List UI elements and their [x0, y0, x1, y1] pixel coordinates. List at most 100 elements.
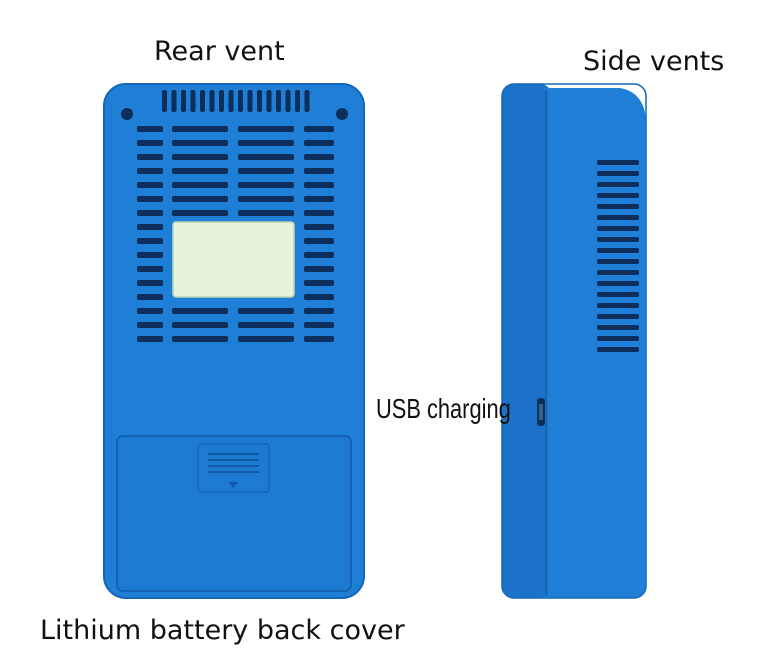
vent-slot	[137, 308, 163, 314]
vent-slot	[209, 90, 215, 112]
vent-slot	[597, 171, 639, 176]
side-vents-label: Side vents	[583, 46, 725, 77]
vent-slot	[137, 266, 163, 272]
battery-back-cover	[116, 435, 352, 592]
vent-slot	[238, 196, 294, 202]
vent-slot	[597, 237, 639, 242]
vent-slot	[172, 322, 228, 328]
vent-slot	[304, 140, 334, 146]
usb-charging-label: USB charging	[376, 393, 511, 424]
vent-slot	[172, 308, 228, 314]
vent-slot	[304, 266, 334, 272]
vent-slot	[137, 182, 163, 188]
vent-slot	[285, 90, 291, 112]
vent-slot	[137, 210, 163, 216]
vent-slot	[137, 294, 163, 300]
vent-slot	[597, 347, 639, 352]
vent-slot	[257, 90, 262, 112]
vent-slot	[304, 168, 334, 174]
rear-top-vent-comb	[162, 90, 310, 112]
vent-slot	[137, 140, 163, 146]
vent-slot	[304, 280, 334, 286]
vent-slot	[238, 140, 294, 146]
vent-slot	[228, 90, 234, 112]
vent-slot	[597, 259, 639, 264]
vent-slot	[276, 90, 281, 112]
vent-slot	[597, 193, 639, 198]
vent-slot	[238, 126, 294, 132]
vent-slot	[304, 336, 334, 342]
battery-latch	[208, 453, 259, 473]
vent-slot	[172, 154, 228, 160]
vent-slot	[597, 182, 639, 187]
vent-slot	[172, 196, 228, 202]
vent-slot	[597, 270, 639, 275]
rear-vent-label: Rear vent	[154, 36, 285, 67]
vent-slot	[238, 210, 294, 216]
label-sticker	[172, 221, 295, 298]
vent-slot	[266, 90, 272, 112]
vent-slot	[304, 238, 334, 244]
vent-slot	[238, 154, 294, 160]
vent-slot	[137, 154, 163, 160]
vent-slot	[137, 252, 163, 258]
vent-slot	[162, 90, 167, 112]
vent-slot	[181, 90, 186, 112]
vent-slot	[597, 325, 639, 330]
vent-slot	[304, 90, 310, 112]
vent-slot	[597, 248, 639, 253]
vent-slot	[304, 308, 334, 314]
rear-vent-grid	[137, 126, 334, 342]
device-rear-view	[103, 83, 365, 599]
vent-slot	[137, 224, 163, 230]
vent-slot	[238, 182, 294, 188]
vent-slot	[172, 168, 228, 174]
vent-slot	[238, 322, 294, 328]
vent-slot	[295, 90, 300, 112]
vent-slot	[137, 196, 163, 202]
vent-slot	[137, 322, 163, 328]
vent-slot	[171, 90, 177, 112]
vent-slot	[238, 336, 294, 342]
side-vent-slots	[597, 160, 639, 352]
vent-slot	[597, 204, 639, 209]
vent-slot	[597, 336, 639, 341]
vent-slot	[597, 281, 639, 286]
vent-slot	[172, 210, 228, 216]
vent-slot	[304, 196, 334, 202]
vent-slot	[597, 303, 639, 308]
vent-slot	[137, 238, 163, 244]
vent-slot	[238, 90, 243, 112]
vent-slot	[200, 90, 205, 112]
vent-slot	[137, 126, 163, 132]
vent-slot	[190, 90, 196, 112]
vent-slot	[304, 210, 334, 216]
vent-slot	[304, 252, 334, 258]
vent-slot	[238, 308, 294, 314]
vent-slot	[597, 314, 639, 319]
vent-slot	[304, 224, 334, 230]
side-body-front-edge	[502, 84, 552, 598]
device-side-view	[501, 83, 647, 599]
vent-slot	[219, 90, 224, 112]
screw-hole	[121, 108, 133, 120]
vent-slot	[304, 182, 334, 188]
vent-slot	[597, 292, 639, 297]
vent-slot	[304, 126, 334, 132]
vent-slot	[137, 280, 163, 286]
vent-slot	[247, 90, 253, 112]
vent-slot	[304, 154, 334, 160]
vent-slot	[172, 126, 228, 132]
vent-slot	[597, 215, 639, 220]
vent-slot	[597, 226, 639, 231]
battery-cover-label: Lithium battery back cover	[40, 615, 405, 646]
vent-slot	[137, 168, 163, 174]
vent-slot	[304, 294, 334, 300]
vent-slot	[137, 336, 163, 342]
vent-slot	[238, 168, 294, 174]
vent-slot	[172, 182, 228, 188]
vent-slot	[172, 336, 228, 342]
vent-slot	[172, 140, 228, 146]
screw-hole	[336, 108, 348, 120]
